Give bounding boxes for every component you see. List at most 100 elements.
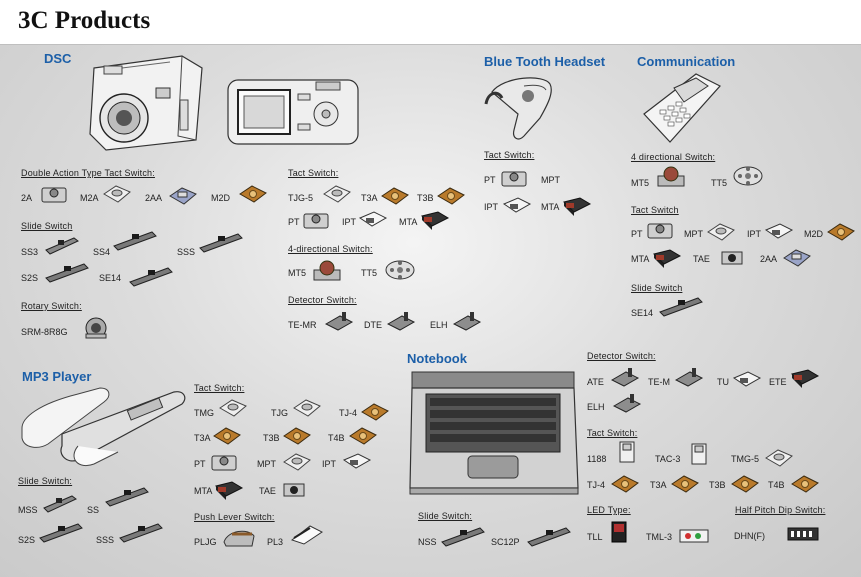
code-tjg: TJG [271, 408, 288, 418]
tact-switch-mpt-comm-icon [706, 220, 752, 244]
tact-switch-ipt-mp3-icon [342, 450, 388, 474]
tact-switch-t3b-mp3-icon [282, 424, 328, 448]
subtitle-nb-tact: Tact Switch: [587, 428, 638, 438]
code-mta-mp3: MTA [194, 486, 213, 496]
tact-switch-pt-bt-icon [500, 166, 546, 190]
code-tll: TLL [587, 532, 603, 542]
subtitle-nb-slide: Slide Switch: [418, 511, 473, 521]
tact-switch-mta-mp3-icon [214, 478, 260, 502]
code-tml-3: TML-3 [646, 532, 673, 542]
slide-switch-s2s-icon [44, 262, 90, 286]
code-ete: ETE [769, 377, 787, 387]
code-ss: SS [87, 505, 100, 515]
rotary-switch-srm-icon [82, 316, 128, 340]
code-ate: ATE [587, 377, 604, 387]
slide-switch-sss-icon [198, 232, 244, 256]
code-mpt-bt: MPT [541, 175, 560, 185]
tact-switch-m2d-comm-icon [826, 220, 861, 244]
code-pt-mp3: PT [194, 459, 206, 469]
code-tmg: TMG [194, 408, 214, 418]
tact-switch-tj-4-nb-icon [610, 472, 656, 496]
code-mpt-comm: MPT [684, 229, 703, 239]
tact-switch-1188-icon [614, 440, 660, 464]
code-2a: 2A [21, 193, 33, 203]
4dir-switch-tt5-icon [384, 258, 430, 282]
code-mt5-comm: MT5 [631, 178, 649, 188]
subtitle-dsc-tact: Tact Switch: [288, 168, 339, 178]
subtitle-comm-4dir: 4 directional Switch: [631, 152, 716, 162]
led-tll-icon [608, 520, 654, 544]
code-pt-comm: PT [631, 229, 643, 239]
code-nss: NSS [418, 537, 437, 547]
code-tae-mp3: TAE [259, 486, 276, 496]
tact-switch-tmg-icon [218, 396, 264, 420]
tact-switch-t4b-nb-icon [790, 472, 836, 496]
code-t4b-mp3: T4B [328, 433, 345, 443]
slide-switch-ss-icon [104, 486, 150, 510]
code-dhn-f: DHN(F) [734, 531, 765, 541]
subtitle-dsc-detector: Detector Switch: [288, 295, 357, 305]
detector-switch-ate-icon [610, 366, 656, 390]
code-m2d-comm: M2D [804, 229, 824, 239]
section-mp3-player: MP3 Player [22, 369, 92, 384]
code-s2s-mp3: S2S [18, 535, 36, 545]
code-ss3: SS3 [21, 247, 39, 257]
subtitle-dsc-slide: Slide Switch [21, 221, 73, 231]
code-t3b-mp3: T3B [263, 433, 280, 443]
code-m2a: M2A [80, 193, 99, 203]
code-te-mr: TE-MR [288, 320, 317, 330]
tact-switch-mpt-mp3-icon [282, 450, 328, 474]
tact-switch-pt-comm-icon [646, 218, 692, 242]
code-tt5: TT5 [361, 268, 378, 278]
slide-switch-mss-icon [42, 494, 88, 518]
led-tml-3-icon [678, 524, 724, 548]
code-pl3: PL3 [267, 537, 284, 547]
tact-switch-t3a-nb-icon [670, 472, 716, 496]
code-m2d: M2D [211, 193, 231, 203]
dip-switch-dhn-f-icon [786, 522, 832, 546]
subtitle-bt-tact: Tact Switch: [484, 150, 535, 160]
section-dsc: DSC [44, 51, 72, 66]
code-tae-comm: TAE [693, 254, 710, 264]
section-notebook: Notebook [407, 351, 467, 366]
tact-switch-mta-icon [420, 208, 466, 232]
code-pt-bt: PT [484, 175, 496, 185]
subtitle-double-action-tact: Double Action Type Tact Switch: [21, 168, 155, 178]
code-pljg: PLJG [194, 537, 217, 547]
code-s2s: S2S [21, 273, 39, 283]
subtitle-comm-slide: Slide Switch [631, 283, 683, 293]
code-t3b-nb: T3B [709, 480, 726, 490]
code-t3a-mp3: T3A [194, 433, 211, 443]
subtitle-half-pitch-dip: Half Pitch Dip Switch: [735, 505, 826, 515]
detector-switch-te-m-icon [674, 366, 720, 390]
page-title: 3C Products [18, 7, 151, 34]
tact-switch-m2d-icon [238, 182, 284, 206]
code-tjg-5: TJG-5 [288, 193, 314, 203]
code-2aa: 2AA [145, 193, 163, 203]
subtitle-mp3-tact: Tact Switch: [194, 383, 245, 393]
code-se14: SE14 [99, 273, 122, 283]
code-tj-4-nb: TJ-4 [587, 480, 605, 490]
code-ss4: SS4 [93, 247, 111, 257]
tact-switch-mta-bt-icon [562, 194, 608, 218]
code-ipt-mp3: IPT [322, 459, 337, 469]
tact-switch-pt-icon [302, 208, 348, 232]
code-mss: MSS [18, 505, 38, 515]
tact-switch-ipt-bt-icon [502, 194, 548, 218]
tact-switch-t3a-mp3-icon [212, 424, 258, 448]
4dir-switch-tt5-comm-icon [732, 164, 778, 188]
slide-switch-se14-comm-icon [658, 296, 704, 320]
tact-switch-pt-mp3-icon [210, 450, 256, 474]
code-mpt-mp3: MPT [257, 459, 276, 469]
mobile-phone-image [634, 70, 724, 151]
subtitle-mp3-slide: Slide Switch: [18, 476, 73, 486]
notebook-laptop-image [408, 366, 580, 503]
code-tu: TU [717, 377, 729, 387]
code-ipt-bt: IPT [484, 202, 499, 212]
slide-switch-ss4-icon [112, 230, 158, 254]
tact-switch-tmg-5-icon [764, 446, 810, 470]
code-mta: MTA [399, 217, 418, 227]
4dir-switch-mt5-icon [312, 258, 358, 282]
digital-camera-front-image [84, 50, 208, 159]
detector-switch-elh-icon [452, 310, 498, 334]
